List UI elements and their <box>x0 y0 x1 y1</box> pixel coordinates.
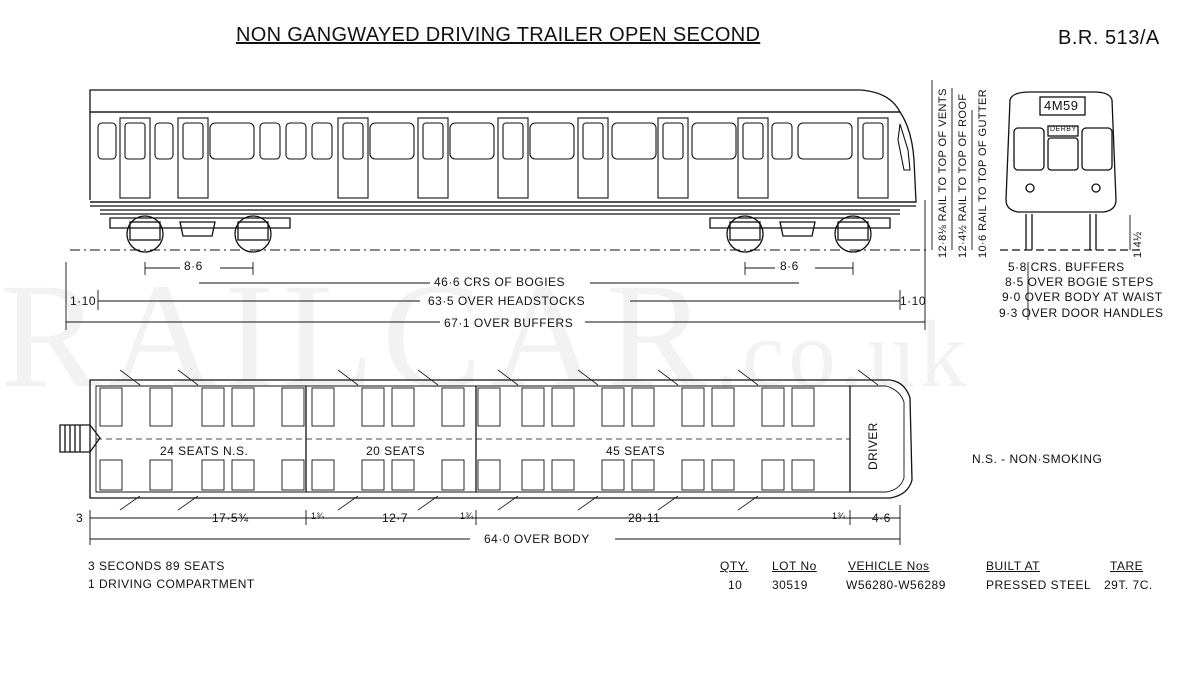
non-smoking-legend: N.S. - NON·SMOKING <box>972 452 1103 466</box>
left-bogie-wheelbase: 8·6 <box>184 259 203 273</box>
table-value-vehicles: W56280-W56289 <box>846 578 946 592</box>
plan-dim-4: 12·7 <box>382 511 409 525</box>
plan-dim-5: 1¾ <box>460 511 474 521</box>
plan-dim-7: 1¾ <box>832 511 846 521</box>
over-buffers: 67·1 OVER BUFFERS <box>444 316 574 330</box>
plan-dim-8: 4·6 <box>872 511 891 525</box>
end-dim-bogie-steps: 8·5 OVER BOGIE STEPS <box>1005 275 1154 289</box>
table-header-vehicles: VEHICLE Nos <box>848 559 930 573</box>
plan-dim-2: 17·5¾ <box>212 511 249 525</box>
left-buffer-length: 1·10 <box>70 294 97 308</box>
plan-dimension-lines <box>89 505 901 545</box>
driver-cab-label: DRIVER <box>866 422 880 470</box>
plan-dim-6: 28·11 <box>628 511 661 525</box>
plan-dim-1: 3 <box>76 511 84 525</box>
end-dim-buffers: 5·8 CRS. BUFFERS <box>1008 260 1125 274</box>
plan-dim-3: 1¾ <box>311 511 325 521</box>
table-header-qty: QTY. <box>720 559 749 573</box>
over-headstocks: 63·5 OVER HEADSTOCKS <box>428 294 586 308</box>
right-bogie-wheelbase: 8·6 <box>780 259 799 273</box>
floor-height: 1·4½ <box>1132 231 1144 258</box>
height-dimension-lines <box>931 80 1131 250</box>
plan-seats <box>99 387 815 491</box>
drawing-title: NON GANGWAYED DRIVING TRAILER OPEN SECON… <box>236 24 761 46</box>
watermark-main: RAILCAR <box>0 253 715 419</box>
table-value-tare: 29T. 7C. <box>1104 578 1153 592</box>
end-elevation <box>1000 91 1140 320</box>
summary-seats: 3 SECONDS 89 SEATS <box>88 559 225 573</box>
height-vents: 12·8⅛ RAIL TO TOP OF VENTS <box>937 88 949 258</box>
bogie-centres: 46·6 CRS OF BOGIES <box>434 275 566 289</box>
right-buffer-length: 1·10 <box>900 294 927 308</box>
drawing-reference: B.R. 513/A <box>1058 27 1160 49</box>
table-header-tare: TARE <box>1110 559 1144 573</box>
table-value-lot: 30519 <box>772 578 808 592</box>
saloon3-seats: 45 SEATS <box>606 444 666 458</box>
height-roof: 12·4½ RAIL TO TOP OF ROOF <box>957 93 969 258</box>
plan-view <box>59 369 913 545</box>
summary-compartment: 1 DRIVING COMPARTMENT <box>88 577 255 591</box>
table-header-lot: LOT No <box>772 559 817 573</box>
bogies <box>109 215 891 253</box>
side-doors <box>119 117 889 199</box>
side-windows <box>97 122 911 171</box>
table-header-built: BUILT AT <box>986 559 1041 573</box>
watermark-suffix: .co.uk <box>714 301 971 407</box>
door-swings <box>119 369 879 511</box>
end-dim-door-handles: 9·3 OVER DOOR HANDLES <box>999 306 1164 320</box>
side-elevation <box>65 80 1131 330</box>
table-value-built: PRESSED STEEL <box>986 578 1092 592</box>
saloon1-seats: 24 SEATS N.S. <box>160 444 249 458</box>
destination-blind: DERBY <box>1050 126 1077 133</box>
saloon2-seats: 20 SEATS <box>366 444 426 458</box>
end-dim-waist: 9·0 OVER BODY AT WAIST <box>1002 290 1163 304</box>
headcode: 4M59 <box>1044 98 1079 113</box>
height-gutter: 10·6 RAIL TO TOP OF GUTTER <box>977 88 989 258</box>
watermark: RAILCAR.co.uk <box>0 250 971 422</box>
over-body-length: 64·0 OVER BODY <box>484 532 590 546</box>
table-value-qty: 10 <box>728 578 743 592</box>
side-dimension-lines <box>65 200 926 330</box>
